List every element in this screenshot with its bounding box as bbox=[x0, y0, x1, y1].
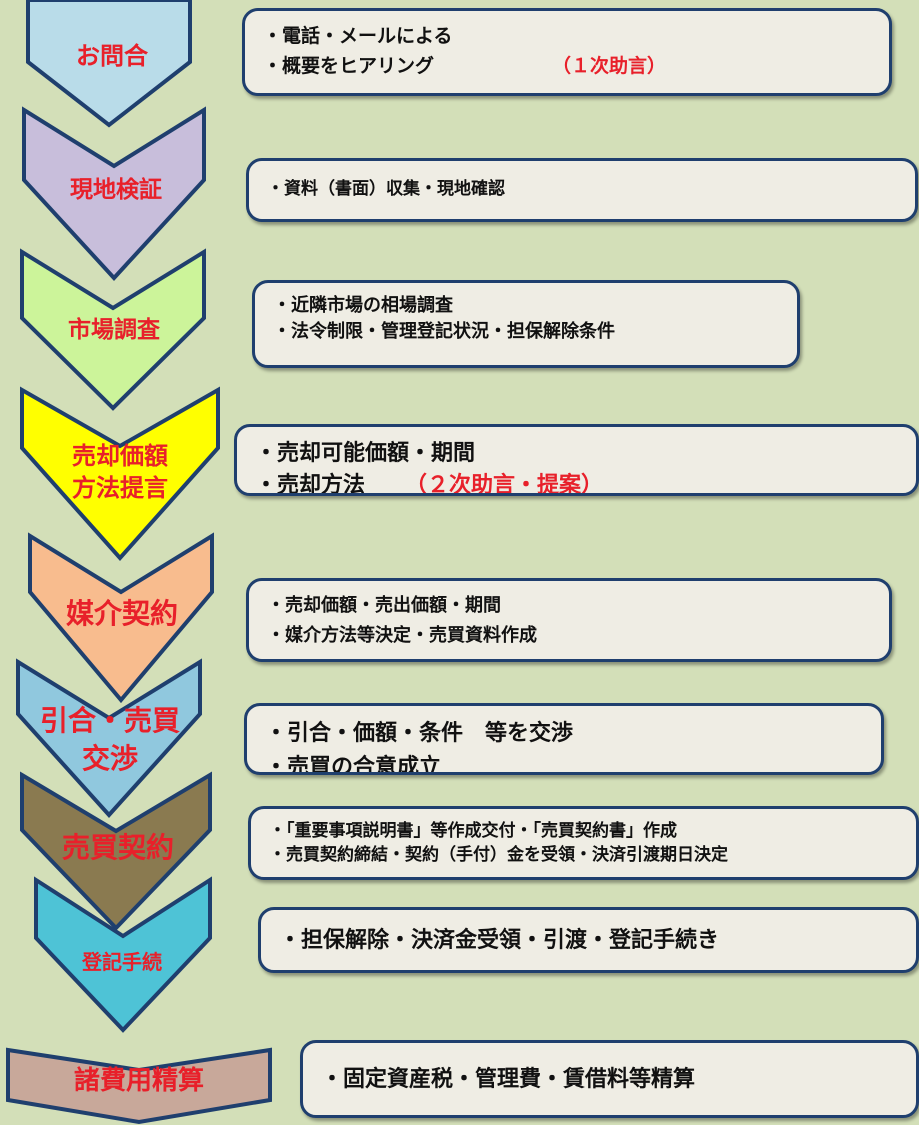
step-description-item: ・媒介方法等決定・売買資料作成 bbox=[267, 621, 875, 651]
item-text: ・資料（書面）収集・現地確認 bbox=[267, 179, 505, 200]
step-label-line: 方法提言 bbox=[72, 472, 168, 502]
step-description-item: ・担保解除・決済金受領・引渡・登記手続き bbox=[279, 924, 719, 957]
step-description-box: ・売却可能価額・期間・売却方法 （２次助言・提案） bbox=[234, 424, 919, 496]
step-chevron bbox=[22, 106, 206, 281]
item-note: （２次助言・提案） bbox=[405, 472, 604, 496]
step-chevron bbox=[20, 248, 206, 411]
item-text: ・売買契約締結・契約（手付）金を受領・決済引渡期日決定 bbox=[269, 845, 728, 865]
step-description-item: ・「重要事項説明書」等作成交付・「売買契約書」作成 bbox=[269, 819, 902, 843]
step-label-line: 売却価額 bbox=[72, 440, 168, 470]
step-description-item: ・売却可能価額・期間 bbox=[255, 437, 902, 469]
step-label: 登記手続 bbox=[2, 949, 242, 976]
item-note: （１次助言） bbox=[552, 55, 667, 77]
step-chevron bbox=[28, 532, 214, 704]
step-label: 媒介契約 bbox=[2, 595, 242, 633]
item-text: ・法令制限・管理登記状況・担保解除条件 bbox=[273, 321, 615, 342]
step-label-line: 売買契約 bbox=[61, 831, 174, 865]
step-description-item: ・概要をヒアリング （１次助言） bbox=[263, 51, 875, 81]
item-text: ・媒介方法等決定・売買資料作成 bbox=[267, 625, 537, 646]
step-label: 現地検証 bbox=[0, 174, 236, 205]
step-description-box: ・「重要事項説明書」等作成交付・「売買契約書」作成・売買契約締結・契約（手付）金… bbox=[248, 806, 919, 880]
item-text: ・近隣市場の相場調査 bbox=[273, 295, 453, 316]
step-label: 諸費用精算 bbox=[19, 1064, 259, 1099]
step-description-box: ・資料（書面）収集・現地確認 bbox=[246, 158, 918, 222]
step-description-item: ・売買契約締結・契約（手付）金を受領・決済引渡期日決定 bbox=[269, 843, 902, 867]
step-description-box: ・担保解除・決済金受領・引渡・登記手続き bbox=[258, 907, 919, 973]
step-chevron bbox=[26, 0, 192, 128]
step-chevron bbox=[20, 386, 220, 562]
step-label: お問合 bbox=[0, 40, 232, 72]
item-text: ・電話・メールによる bbox=[263, 25, 453, 47]
step-label-line: お問合 bbox=[76, 40, 148, 70]
step-description-box: ・固定資産税・管理費・賃借料等精算 bbox=[300, 1040, 919, 1118]
step-description-item: ・近隣市場の相場調査 bbox=[273, 293, 783, 319]
item-text: ・固定資産税・管理費・賃借料等精算 bbox=[321, 1065, 696, 1092]
step-label-line: 現地検証 bbox=[70, 176, 162, 204]
step-description-item: ・電話・メールによる bbox=[263, 21, 875, 51]
step-description-box: ・電話・メールによる・概要をヒアリング （１次助言） bbox=[242, 8, 892, 96]
step-chevron bbox=[20, 771, 212, 931]
item-text: ・売却方法 bbox=[255, 472, 366, 496]
step-description-box: ・引合・価額・条件 等を交渉・売買の合意成立 bbox=[244, 703, 884, 775]
step-chevron bbox=[16, 658, 202, 818]
step-label: 市場調査 bbox=[0, 314, 234, 345]
step-label: 引合・売買交渉 bbox=[0, 702, 230, 778]
item-text: ・担保解除・決済金受領・引渡・登記手続き bbox=[279, 926, 720, 953]
step-label-line: 交渉 bbox=[81, 741, 138, 775]
step-chevron bbox=[6, 1047, 272, 1125]
step-description-item: ・売買の合意成立 bbox=[265, 750, 867, 775]
step-chevron bbox=[34, 876, 212, 1033]
step-description-item: ・売却価額・売出価額・期間 bbox=[267, 591, 875, 621]
step-description-box: ・売却価額・売出価額・期間・媒介方法等決定・売買資料作成 bbox=[246, 578, 892, 662]
step-description-box: ・近隣市場の相場調査・法令制限・管理登記状況・担保解除条件 bbox=[252, 280, 800, 368]
item-text: ・「重要事項説明書」等作成交付・「売買契約書」作成 bbox=[269, 821, 677, 841]
step-description-item: ・引合・価額・条件 等を交渉 bbox=[265, 716, 867, 750]
step-description-item: ・法令制限・管理登記状況・担保解除条件 bbox=[273, 319, 783, 345]
step-label-line: 諸費用精算 bbox=[73, 1066, 204, 1097]
step-description-item: ・固定資産税・管理費・賃借料等精算 bbox=[321, 1063, 695, 1096]
step-label: 売買契約 bbox=[0, 829, 238, 867]
step-description-item: ・資料（書面）収集・現地確認 bbox=[267, 177, 505, 203]
step-label-line: 引合・売買 bbox=[39, 704, 180, 738]
step-label-line: 媒介契約 bbox=[65, 597, 178, 631]
step-label-line: 市場調査 bbox=[68, 316, 160, 344]
step-label-line: 登記手続 bbox=[82, 949, 162, 974]
item-text: ・概要をヒアリング bbox=[263, 55, 435, 77]
step-description-item: ・売却方法 （２次助言・提案） bbox=[255, 469, 902, 496]
item-text: ・売却可能価額・期間 bbox=[255, 440, 476, 466]
item-text: ・売却価額・売出価額・期間 bbox=[267, 595, 501, 616]
item-text: ・売買の合意成立 bbox=[265, 754, 442, 775]
step-label: 売却価額方法提言 bbox=[0, 440, 240, 505]
item-text: ・引合・価額・条件 等を交渉 bbox=[265, 720, 574, 746]
